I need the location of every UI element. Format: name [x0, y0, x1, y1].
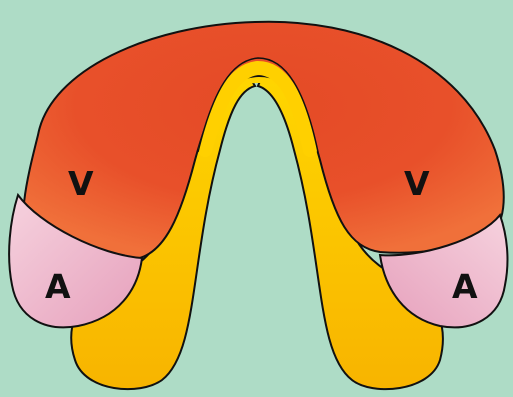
label-left-ventricle: V	[68, 164, 94, 203]
label-right-ventricle: V	[404, 164, 430, 203]
label-left-atrium: A	[45, 267, 71, 306]
label-right-atrium: A	[452, 267, 478, 306]
